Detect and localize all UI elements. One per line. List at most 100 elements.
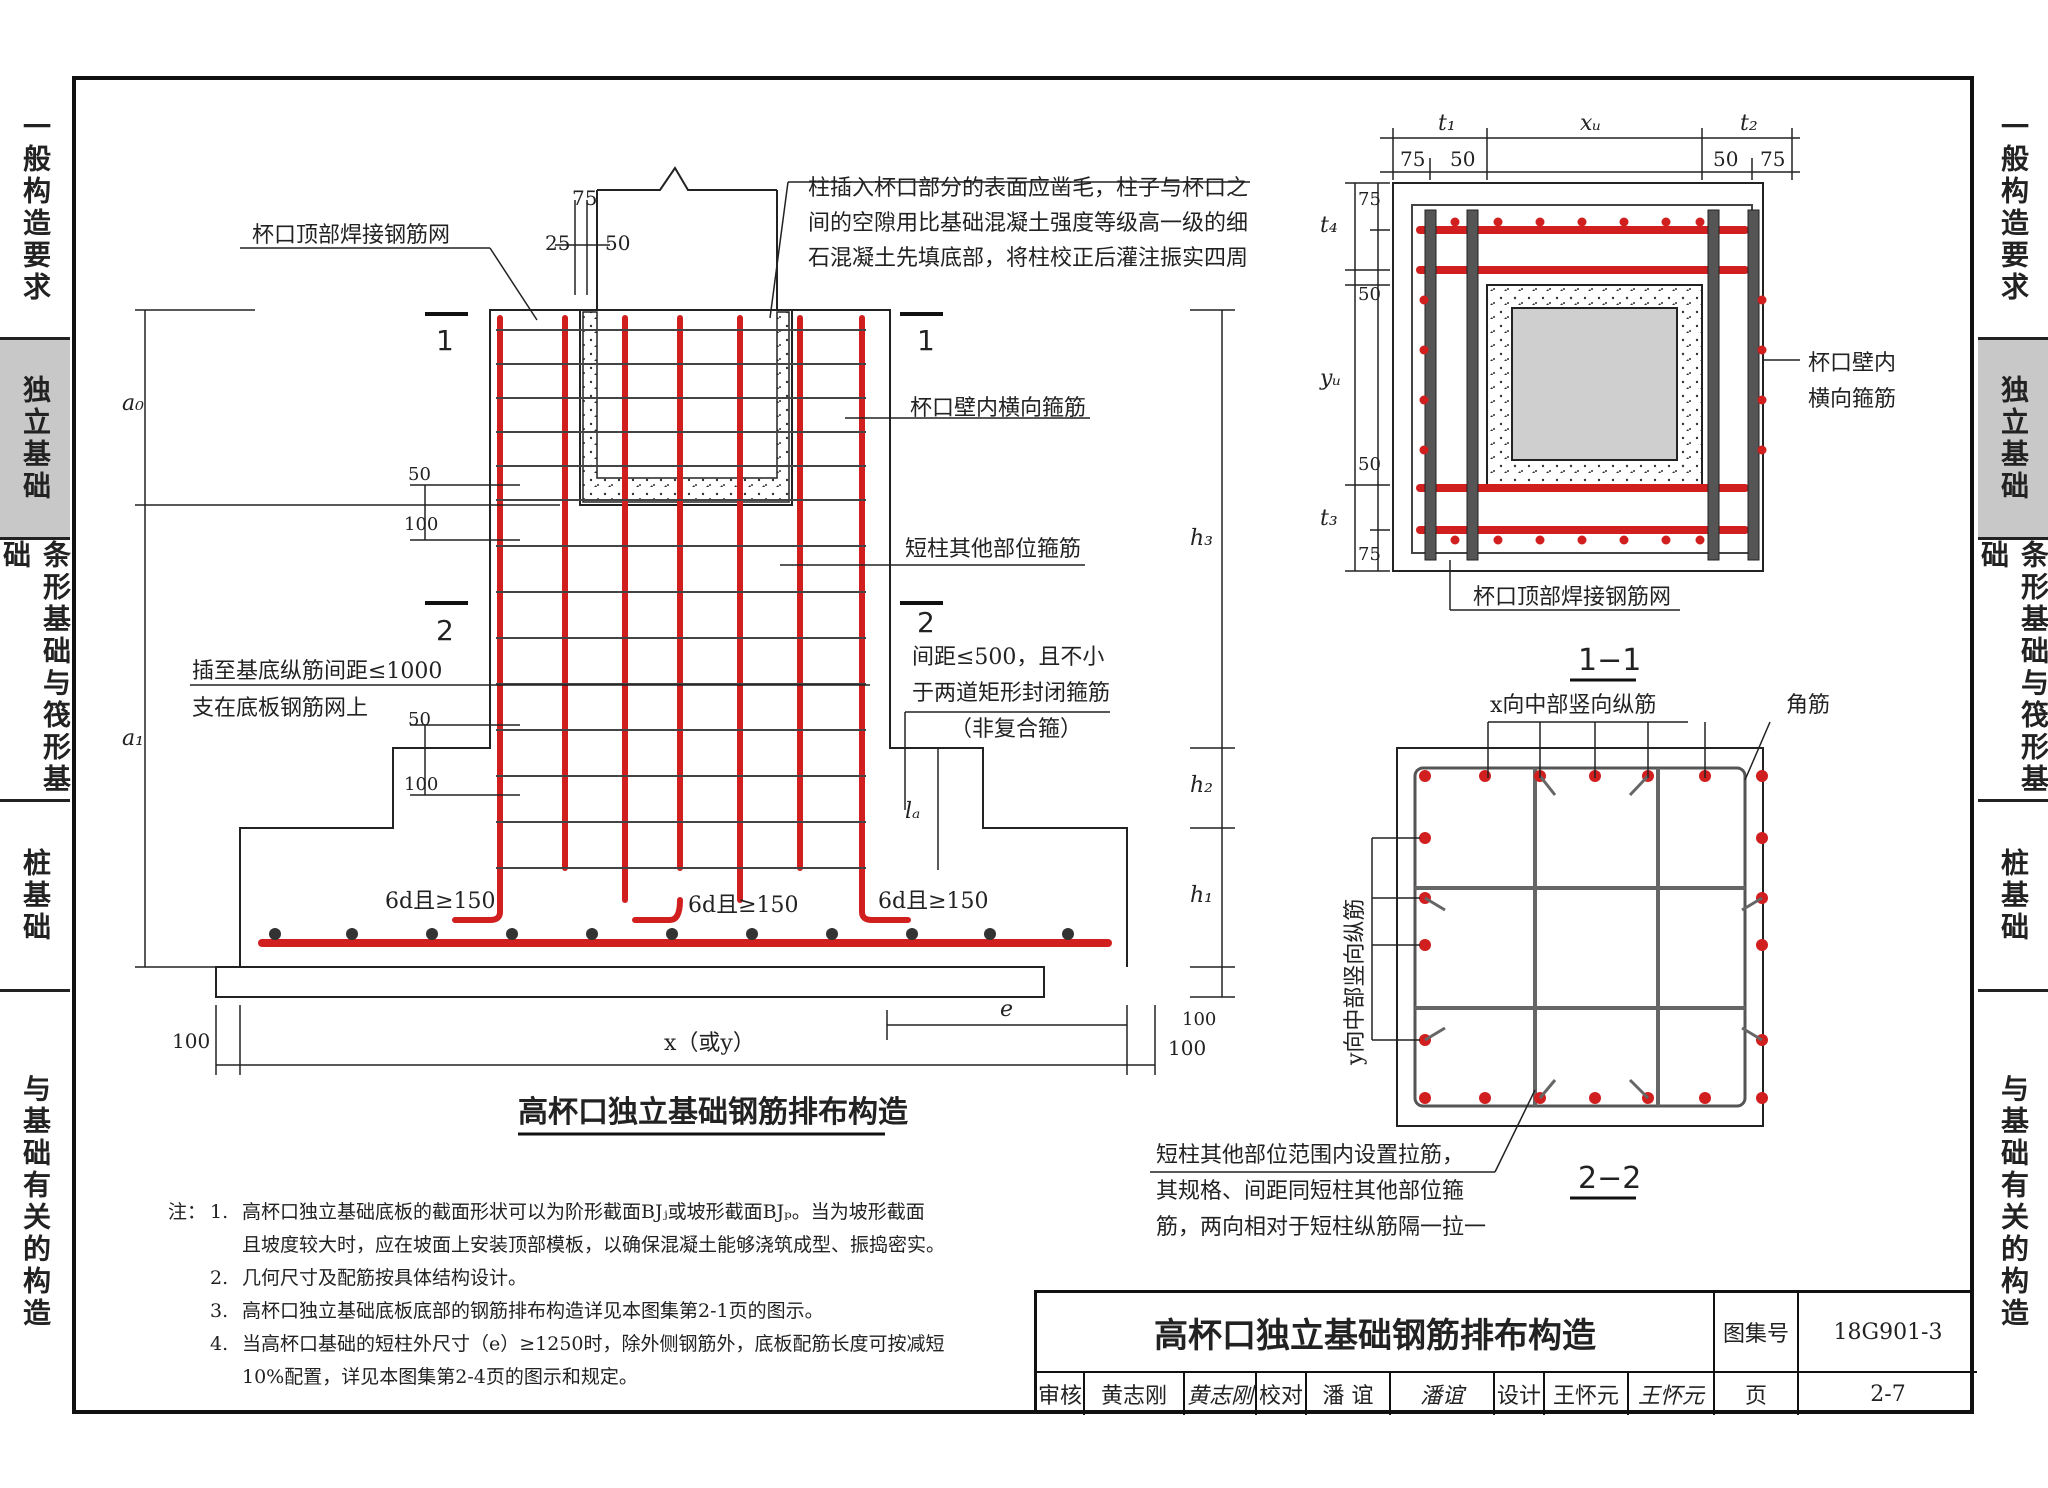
column-note-line-3: 石混凝土先填底部，将柱校正后灌注振实四周 bbox=[808, 246, 1248, 271]
section-bar-dot bbox=[1419, 832, 1431, 844]
plan-bar-dot bbox=[1661, 217, 1671, 227]
x-middle-bars-label: x向中部竖向纵筋 bbox=[1490, 693, 1656, 718]
mesh-bar-dot bbox=[346, 928, 358, 940]
note-1a: 高杯口独立基础底板的截面形状可以为阶形截面BJⱼ或坡形截面BJₚ。当为坡形截面 bbox=[242, 1201, 925, 1223]
dim-xu: xᵤ bbox=[1580, 111, 1601, 136]
tie-note-2: 其规格、间距同短柱其他部位箍 bbox=[1156, 1179, 1464, 1204]
plan-bar-dot bbox=[1535, 217, 1545, 227]
sidebar-right-general[interactable]: 一般构造要求 bbox=[1978, 78, 2048, 340]
rebar-hooks bbox=[452, 877, 911, 923]
cup-wall-label-2: 横向箍筋 bbox=[1808, 387, 1896, 412]
plan-bar-dot bbox=[1419, 445, 1429, 455]
dim-50-c: 50 bbox=[1450, 147, 1475, 171]
sidebar-right-strip-raft[interactable]: 条形基础与筏形基础 bbox=[1977, 540, 2048, 802]
sidebar-left-strip-raft[interactable]: 条形基础与筏形基础 bbox=[0, 540, 72, 802]
tie-hook bbox=[1628, 1078, 1650, 1100]
note-1b: 且坡度较大时，应在坡面上安装顶部模板，以确保混凝土能够浇筑成型、振捣密实。 bbox=[242, 1234, 946, 1256]
sidebar-left-pile[interactable]: 桩基础 bbox=[0, 802, 70, 992]
dim-75-a: 75 bbox=[1400, 147, 1425, 171]
plan-bar-dot bbox=[1419, 395, 1429, 405]
section-bar-dot bbox=[1589, 1092, 1601, 1104]
spacing-note-3: （非复合箍） bbox=[950, 717, 1082, 742]
mesh-bar-dot bbox=[506, 928, 518, 940]
dim-h2: h₂ bbox=[1190, 773, 1213, 798]
bottom-mesh bbox=[258, 928, 1112, 947]
cup-wall-label-1: 杯口壁内 bbox=[1808, 351, 1896, 376]
sidebar-right-pile[interactable]: 桩基础 bbox=[1978, 802, 2048, 992]
tie-hook bbox=[1741, 1026, 1763, 1042]
mesh-bar-dot bbox=[984, 928, 996, 940]
mesh-bar-dot bbox=[586, 928, 598, 940]
section-2-right: 2 bbox=[917, 606, 935, 639]
mesh-bar-dot bbox=[746, 928, 758, 940]
spacing-note-2: 于两道矩形封闭箍筋 bbox=[912, 681, 1110, 706]
notes-label: 注： bbox=[168, 1201, 207, 1223]
notes-block: 注：1.高杯口独立基础底板的截面形状可以为阶形截面BJⱼ或坡形截面BJₚ。当为坡… bbox=[168, 1196, 998, 1394]
left-sidebar: 一般构造要求 独立基础 条形基础与筏形基础 桩基础 与基础有关的构造 bbox=[0, 78, 72, 1412]
dim-25-top: 25 bbox=[545, 231, 570, 255]
tie-hook bbox=[1424, 1026, 1446, 1042]
leader-lines bbox=[190, 181, 1250, 810]
dim-x-or-y: x（或y） bbox=[664, 1031, 755, 1056]
spacing-note-1: 间距≤500，且不小 bbox=[912, 645, 1104, 670]
review-signature: 黄志刚 bbox=[1185, 1373, 1257, 1415]
mesh-bar-dot bbox=[906, 928, 918, 940]
section-2-2-plan bbox=[1396, 747, 1768, 1127]
tie-note-3: 筋，两向相对于短柱纵筋隔一拉一 bbox=[1156, 1215, 1486, 1240]
sidebar-right-isolated[interactable]: 独立基础 bbox=[1978, 340, 2048, 540]
sidebar-left-related[interactable]: 与基础有关的构造 bbox=[19, 1074, 52, 1330]
insert-note-1: 插至基底纵筋间距≤1000 bbox=[192, 659, 442, 684]
dim-100-a: 100 bbox=[404, 514, 438, 535]
sidebar-right-related[interactable]: 与基础有关的构造 bbox=[1997, 1074, 2030, 1330]
section-bar-dot bbox=[1419, 1092, 1431, 1104]
plan-bar-dot bbox=[1577, 217, 1587, 227]
mesh-label: 杯口顶部焊接钢筋网 bbox=[1473, 585, 1671, 610]
dim-t1: t₁ bbox=[1438, 111, 1456, 136]
dim-t2: t₂ bbox=[1740, 111, 1758, 136]
dim-a1: a₁ bbox=[122, 726, 144, 751]
title-block: 高杯口独立基础钢筋排布构造 图集号 18G901-3 审核 黄志刚 黄志刚 校对… bbox=[1034, 1290, 1977, 1415]
section-1-right: 1 bbox=[917, 324, 935, 357]
cup-inner bbox=[579, 310, 793, 506]
main-elevation bbox=[215, 166, 1128, 998]
dim-75-d: 75 bbox=[1358, 544, 1381, 565]
dim-100-right: 100 bbox=[1168, 1036, 1206, 1060]
design-signature: 王怀元 bbox=[1629, 1373, 1715, 1415]
caption-1-1: 1−1 bbox=[1578, 643, 1641, 678]
plan-bar-dot bbox=[1450, 217, 1460, 227]
dim-yu: yᵤ bbox=[1319, 366, 1341, 391]
short-col-stirrup-label: 短柱其他部位箍筋 bbox=[905, 537, 1081, 562]
mesh-bar-dot bbox=[826, 928, 838, 940]
sidebar-left-general[interactable]: 一般构造要求 bbox=[0, 78, 70, 340]
section-bar-dot bbox=[1479, 1092, 1491, 1104]
dim-100-base: 100 bbox=[1182, 1009, 1216, 1030]
section-bar-dot bbox=[1756, 1092, 1768, 1104]
drawing-frame bbox=[72, 76, 1974, 1414]
review-name: 黄志刚 bbox=[1085, 1373, 1185, 1415]
plan-bar-dot bbox=[1695, 535, 1705, 545]
dim-75-b: 75 bbox=[1760, 147, 1785, 171]
review-label: 审核 bbox=[1037, 1373, 1085, 1415]
plan-bar-dot bbox=[1493, 535, 1503, 545]
dim-la: lₐ bbox=[905, 799, 920, 824]
mesh-bar-dot bbox=[269, 928, 281, 940]
plan-bar-dot bbox=[1450, 535, 1460, 545]
section-bar-dot bbox=[1756, 832, 1768, 844]
dim-e: e bbox=[1000, 997, 1013, 1022]
dim-50-a: 50 bbox=[408, 464, 431, 485]
plan-bar-dot bbox=[1419, 295, 1429, 305]
plan-bar-dot bbox=[1535, 535, 1545, 545]
tie-note-1: 短柱其他部位范围内设置拉筋， bbox=[1156, 1143, 1464, 1168]
base-plate bbox=[215, 966, 1045, 998]
dim-75-c: 75 bbox=[1358, 189, 1381, 210]
mesh-bar-dot bbox=[426, 928, 438, 940]
cup-grout bbox=[582, 311, 790, 503]
design-label: 设计 bbox=[1495, 1373, 1545, 1415]
section-bar-dot bbox=[1479, 770, 1491, 782]
cup-wall-stirrup-label: 杯口壁内横向箍筋 bbox=[910, 396, 1086, 421]
elevation-title: 高杯口独立基础钢筋排布构造 bbox=[518, 1095, 908, 1130]
stirrups bbox=[496, 329, 866, 869]
tie-hook bbox=[1538, 1079, 1557, 1099]
sidebar-left-isolated[interactable]: 独立基础 bbox=[0, 340, 70, 540]
hook-label-center: 6d且≥150 bbox=[688, 893, 799, 918]
